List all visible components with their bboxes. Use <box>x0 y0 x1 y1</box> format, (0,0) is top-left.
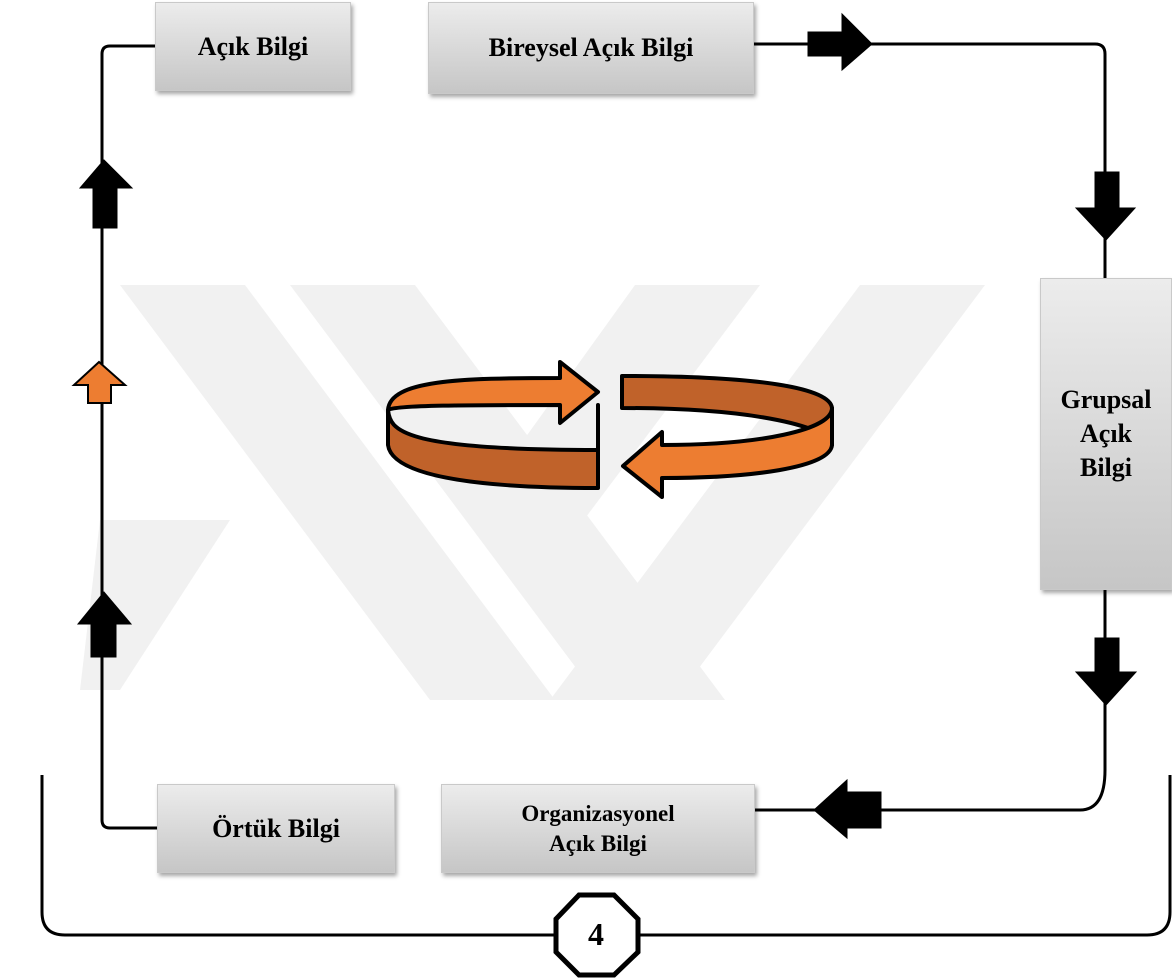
arrow-down-icon <box>1074 637 1138 706</box>
acik-bilgi-box: Açık Bilgi <box>155 2 351 91</box>
watermark-logo <box>80 285 985 700</box>
ortuk-bilgi-label: Örtük Bilgi <box>212 813 340 843</box>
arrow-right-icon <box>807 12 873 72</box>
arrow-left-icon <box>813 778 882 840</box>
arrow-down-icon <box>1074 171 1137 241</box>
organizasyonel-acik-bilgi-box: Organizasyonel Açık Bilgi <box>441 784 755 873</box>
bireysel-acik-bilgi-label: Bireysel Açık Bilgi <box>488 33 694 63</box>
grupsal-acik-bilgi-label: Grupsal Açık Bilgi <box>1060 385 1152 482</box>
flow-lines <box>100 42 1107 830</box>
highlight-arrow-up-icon <box>71 360 128 404</box>
grupsal-acik-bilgi-box: Grupsal Açık Bilgi <box>1040 278 1172 590</box>
bottom-bracket <box>40 775 1172 937</box>
step-number: 4 <box>588 915 604 952</box>
bireysel-acik-bilgi-box: Bireysel Açık Bilgi <box>428 2 754 94</box>
ortuk-bilgi-box: Örtük Bilgi <box>157 784 395 873</box>
arrow-up-icon <box>78 159 134 229</box>
organizasyonel-acik-bilgi-label: Organizasyonel Açık Bilgi <box>521 800 675 856</box>
circular-arrows-icon <box>386 360 834 499</box>
acik-bilgi-label: Açık Bilgi <box>197 31 309 61</box>
octagon-icon <box>553 892 641 978</box>
flow-arrows <box>76 12 1138 840</box>
arrow-up-icon <box>76 591 133 658</box>
